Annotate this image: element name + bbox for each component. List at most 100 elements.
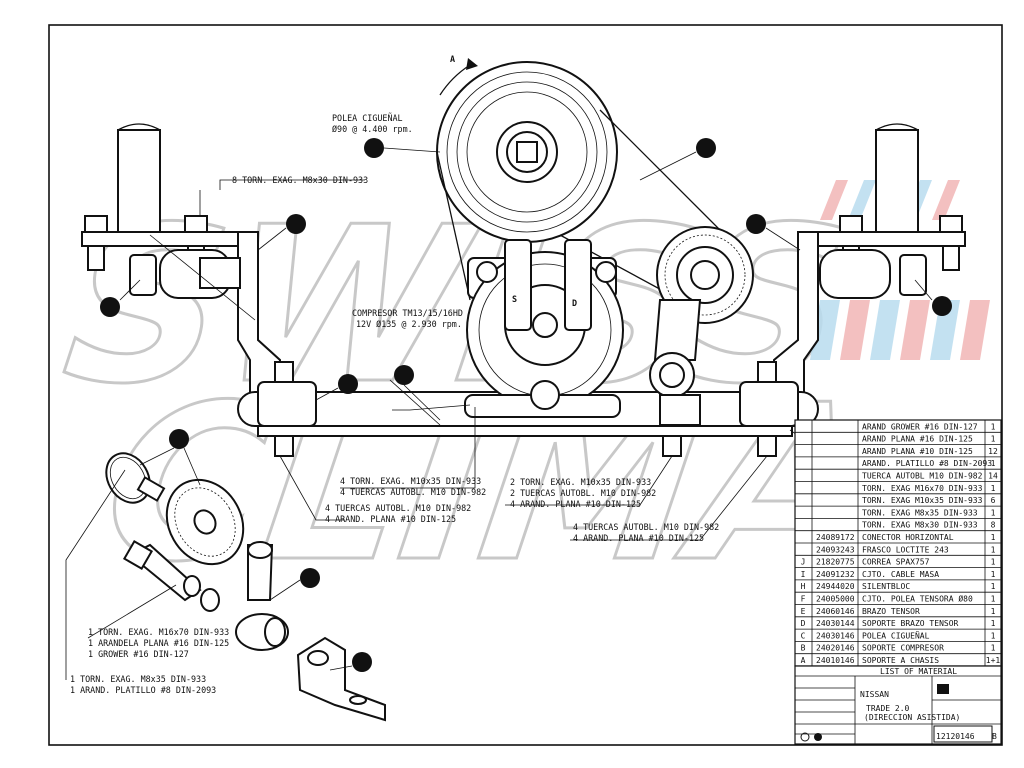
tensioner-assembly bbox=[649, 226, 754, 426]
bom-desc: BRAZO TENSOR bbox=[862, 607, 920, 616]
bom-desc: TORN. EXAG M8x30 DIN-933 bbox=[862, 521, 978, 530]
title-block: LIST OF MATERIAL NISSAN TRADE 2.0 (DIREC… bbox=[794, 665, 1002, 745]
left-chassis-bracket bbox=[81, 123, 281, 396]
bom-desc: CJTO. CABLE MASA bbox=[862, 570, 939, 579]
bom-code: 24010146 bbox=[816, 656, 855, 665]
bom-code: 24030146 bbox=[816, 631, 855, 640]
revision: B bbox=[992, 732, 997, 741]
callout-line: 2 TORN. EXAG. M10x35 DIN-933 bbox=[510, 477, 651, 487]
port-s-label: S bbox=[512, 294, 517, 304]
balloon bbox=[286, 214, 306, 234]
exploded-parts bbox=[105, 452, 386, 722]
balloon bbox=[696, 138, 716, 158]
bom-desc: ARAND PLANA #10 DIN-125 bbox=[862, 447, 973, 456]
callout-line: 2 TUERCAS AUTOBL. M10 DIN-982 bbox=[510, 488, 656, 498]
bom-letter: C bbox=[801, 631, 806, 640]
right-chassis-bracket bbox=[773, 123, 966, 396]
callout-line: 4 TUERCAS AUTOBL. M10 DIN-982 bbox=[573, 522, 719, 532]
bom-letter: H bbox=[801, 582, 806, 591]
brand-name: NISSAN bbox=[860, 690, 889, 699]
bom-qty: 6 bbox=[991, 496, 996, 505]
bom-qty: 1 bbox=[991, 435, 996, 444]
bom-letter: B bbox=[801, 644, 806, 653]
bom-qty: 1 bbox=[991, 619, 996, 628]
bom-qty: 1 bbox=[991, 484, 996, 493]
balloon bbox=[352, 652, 372, 672]
callout-line: 4 ARAND. PLANA #10 DIN-125 bbox=[325, 514, 456, 524]
bom-desc: ARAND. PLATILLO #8 DIN-2093 bbox=[862, 459, 992, 468]
bom-code: 21820775 bbox=[816, 558, 855, 567]
bom-desc: SOPORTE COMPRESOR bbox=[862, 644, 944, 653]
bom-qty: 12 bbox=[988, 447, 998, 456]
bom-qty: 1 bbox=[991, 422, 996, 431]
balloon bbox=[932, 296, 952, 316]
bom-letter: J bbox=[801, 558, 806, 567]
drawing-border bbox=[48, 24, 1003, 746]
balloon bbox=[100, 297, 120, 317]
bom-desc: SOPORTE A CHASIS bbox=[862, 656, 939, 665]
bom-code: 24020146 bbox=[816, 644, 855, 653]
bom-desc: TORN. EXAG M8x35 DIN-933 bbox=[862, 508, 978, 517]
bom-desc: ARAND GROWER #16 DIN-127 bbox=[862, 422, 978, 431]
compressor: S D bbox=[464, 239, 624, 418]
crankshaft-pulley: A bbox=[436, 54, 618, 243]
compressor-spec: 12V Ø135 @ 2.930 rpm. bbox=[356, 319, 462, 329]
callout-line: 1 ARAND. PLATILLO #8 DIN-2093 bbox=[70, 685, 216, 695]
bom-letter: I bbox=[801, 570, 806, 579]
callout-3: 2 TORN. EXAG. M10x35 DIN-933 2 TUERCAS A… bbox=[510, 477, 656, 509]
callout-1: 4 TORN. EXAG. M10x35 DIN-933 4 TUERCAS A… bbox=[340, 476, 486, 497]
balloon bbox=[746, 214, 766, 234]
bom-desc: CJTO. POLEA TENSORA Ø80 bbox=[862, 594, 973, 604]
pulley-title: POLEA CIGUEÑAL bbox=[332, 113, 403, 123]
bom-desc: TUERCA AUTOBL M10 DIN-982 bbox=[862, 472, 983, 481]
bom-code: 24944020 bbox=[816, 582, 855, 591]
model-subtitle: (DIRECCION ASISTIDA) bbox=[864, 713, 960, 722]
balloon bbox=[364, 138, 384, 158]
callout-2: 4 TUERCAS AUTOBL. M10 DIN-982 4 ARAND. P… bbox=[325, 503, 471, 524]
callout-4: 4 TUERCAS AUTOBL. M10 DIN-982 4 ARAND. P… bbox=[573, 522, 719, 543]
pulley-spec: Ø90 @ 4.400 rpm. bbox=[332, 124, 413, 134]
bom-qty: 1+1 bbox=[986, 656, 1001, 665]
bom-qty: 1 bbox=[991, 644, 996, 653]
callout-line: 4 ARAND. PLANA #10 DIN-125 bbox=[573, 533, 704, 543]
balloon bbox=[169, 429, 189, 449]
list-header: LIST OF MATERIAL bbox=[880, 667, 957, 676]
bom-code: 24005000 bbox=[816, 595, 855, 604]
bom-desc: CORREA SPAX757 bbox=[862, 558, 930, 567]
model-name: TRADE 2.0 bbox=[866, 704, 910, 713]
bom-letter: D bbox=[801, 619, 806, 628]
bom-qty: 1 bbox=[991, 595, 996, 604]
drawing-number: 12120146 bbox=[936, 732, 975, 741]
callout-line: 1 TORN. EXAG. M16x70 DIN-933 bbox=[88, 627, 229, 637]
bom-desc: POLEA CIGUEÑAL bbox=[862, 630, 930, 640]
bom-qty: 1 bbox=[991, 570, 996, 579]
bom-code: 24030144 bbox=[816, 619, 855, 628]
callout-line: 4 TUERCAS AUTOBL. M10 DIN-982 bbox=[340, 487, 486, 497]
bom-desc: CONECTOR HORIZONTAL bbox=[862, 533, 954, 542]
bom-desc: TORN. EXAG M10x35 DIN-933 bbox=[862, 496, 983, 505]
bom-desc: FRASCO LOCTITE 243 bbox=[862, 545, 949, 554]
callout-line: 4 TUERCAS AUTOBL. M10 DIN-982 bbox=[325, 503, 471, 513]
callout-5: 1 TORN. EXAG. M16x70 DIN-933 1 ARANDELA … bbox=[88, 627, 229, 659]
callout-line: 1 ARANDELA PLANA #16 DIN-125 bbox=[88, 638, 229, 648]
callout-line: 4 ARAND. PLANA #10 DIN-125 bbox=[510, 499, 641, 509]
bom-code: 24091232 bbox=[816, 570, 855, 579]
balloon bbox=[338, 374, 358, 394]
screws-top-label: 8 TORN. EXAG. M8x30 DIN-933 bbox=[232, 175, 368, 185]
bom-code: 24060146 bbox=[816, 607, 855, 616]
bom-qty: 8 bbox=[991, 521, 996, 530]
bom-letter: E bbox=[801, 607, 806, 616]
bom-desc: TORN. EXAG M16x70 DIN-933 bbox=[862, 484, 983, 493]
bom-desc: ARAND PLANA #16 DIN-125 bbox=[862, 435, 973, 444]
bom-letter: F bbox=[801, 595, 806, 604]
bom-qty: 1 bbox=[991, 582, 996, 591]
bom-qty: 1 bbox=[991, 558, 996, 567]
bom-qty: 1 bbox=[991, 508, 996, 517]
callout-line: 1 TORN. EXAG. M8x35 DIN-933 bbox=[70, 674, 206, 684]
balloon bbox=[300, 568, 320, 588]
bom-qty: 14 bbox=[988, 472, 998, 481]
balloon bbox=[394, 365, 414, 385]
bom-qty: 1 bbox=[991, 631, 996, 640]
